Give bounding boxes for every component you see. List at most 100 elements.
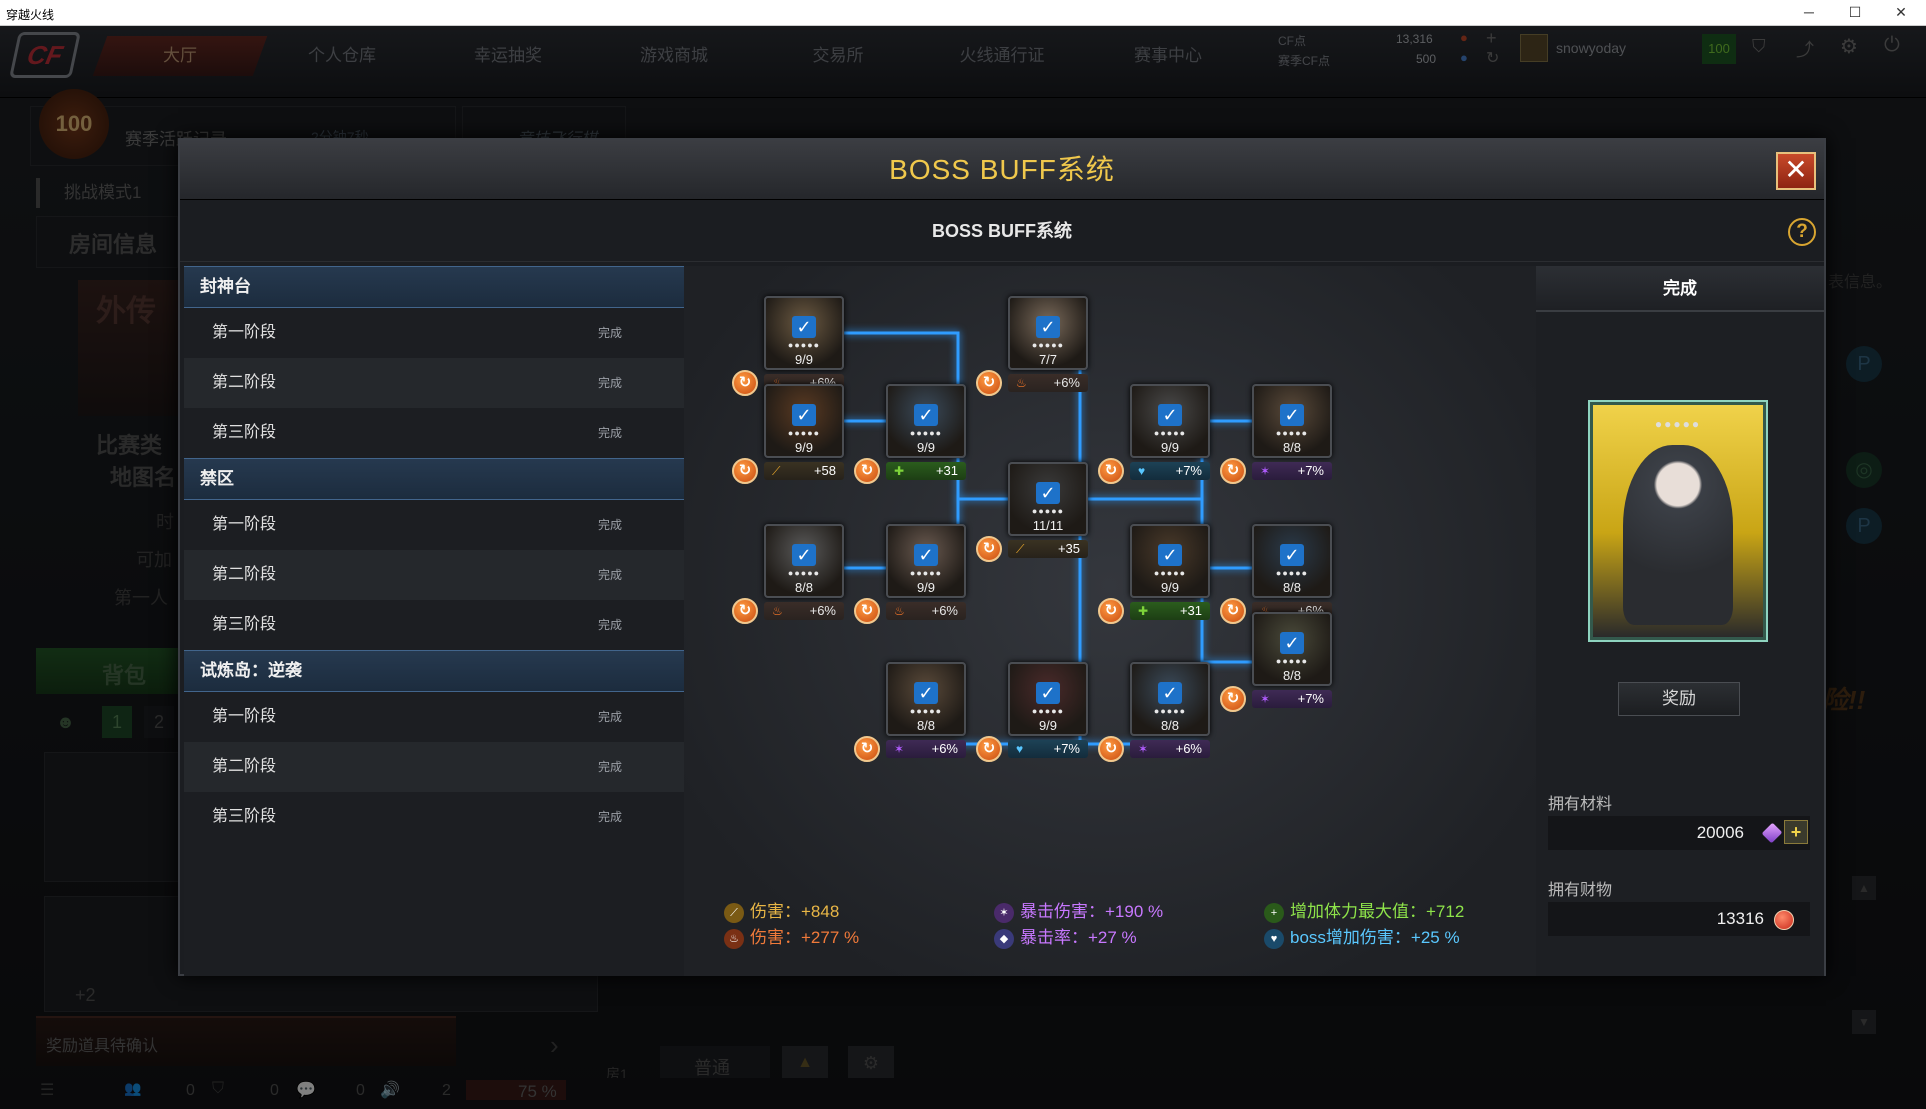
buff-value: +6%	[931, 603, 958, 618]
crit-rate-icon: ◆	[994, 928, 1014, 949]
reset-icon[interactable]: ↻	[732, 458, 758, 484]
window-titlebar: 穿越火线 ─ ☐ ✕	[0, 0, 1926, 26]
checkmark-icon: ✓	[1036, 316, 1060, 338]
buff-value-bar: ✚+31	[886, 462, 966, 480]
buff-node[interactable]: ✓●●●●●9/9	[1130, 384, 1210, 458]
close-button[interactable]: ✕	[1776, 152, 1816, 190]
completion-status: 完成	[1536, 266, 1824, 312]
modal-title: BOSS BUFF系统	[889, 154, 1115, 185]
stage-name: 第三阶段	[212, 616, 277, 633]
reset-icon[interactable]: ↻	[1220, 458, 1246, 484]
node-count: 8/8	[794, 580, 814, 595]
modal-header	[180, 140, 1824, 200]
close-window-icon[interactable]: ✕	[1895, 4, 1907, 20]
node-stars: ●●●●●	[1153, 568, 1187, 578]
buff-value-bar: ♥+7%	[1008, 740, 1088, 758]
checkmark-icon: ✓	[1036, 482, 1060, 504]
buff-value-bar: ✶+7%	[1252, 462, 1332, 480]
buff-node[interactable]: ✓●●●●●8/8	[764, 524, 844, 598]
reset-icon[interactable]: ↻	[1220, 686, 1246, 712]
buff-node[interactable]: ✓●●●●●9/9	[886, 524, 966, 598]
reset-icon[interactable]: ↻	[976, 536, 1002, 562]
node-stars: ●●●●●	[1031, 340, 1065, 350]
buff-value: +6%	[1175, 741, 1202, 756]
stat-value: 伤害：+848	[750, 902, 840, 921]
add-materials-button[interactable]: +	[1784, 820, 1808, 844]
maximize-icon[interactable]: ☐	[1848, 4, 1862, 20]
stage-status: 完成	[598, 618, 623, 632]
buff-node[interactable]: ✓●●●●●8/8	[1252, 384, 1332, 458]
buff-value-bar: ♨+6%	[1008, 374, 1088, 392]
reset-icon[interactable]: ↻	[1098, 458, 1124, 484]
reward-panel: 完成 ●●●●● 奖励 拥有材料 20006 + 拥有财物 13316	[1536, 266, 1824, 976]
reset-icon[interactable]: ↻	[854, 598, 880, 624]
reset-icon[interactable]: ↻	[854, 736, 880, 762]
checkmark-icon: ✓	[792, 316, 816, 338]
reset-icon[interactable]: ↻	[976, 370, 1002, 396]
buff-node[interactable]: ✓●●●●●7/7	[1008, 296, 1088, 370]
reset-icon[interactable]: ↻	[1098, 598, 1124, 624]
buff-node[interactable]: ✓●●●●●9/9	[764, 296, 844, 370]
crit-icon: ✶	[994, 902, 1014, 923]
reset-icon[interactable]: ↻	[1220, 598, 1246, 624]
assets-label: 拥有财物	[1548, 882, 1613, 899]
hp-icon: ✚	[1138, 604, 1149, 618]
buff-node[interactable]: ✓●●●●●9/9	[1130, 524, 1210, 598]
stage-item[interactable]: 第二阶段完成	[184, 358, 684, 408]
node-count: 8/8	[1282, 668, 1302, 683]
stage-item[interactable]: 第一阶段完成	[184, 692, 684, 742]
reward-character-card[interactable]: ●●●●●	[1590, 402, 1766, 640]
category-fengshentai[interactable]: 封神台	[184, 266, 684, 308]
stage-item[interactable]: 第一阶段完成	[184, 500, 684, 550]
boss-buff-modal: BOSS BUFF系统 ✕ BOSS BUFF系统 ? 封神台 第一阶段完成 第…	[178, 138, 1826, 976]
node-stars: ●●●●●	[1153, 706, 1187, 716]
stat-boss-damage: ♥boss增加伤害：+25 %	[1264, 926, 1460, 950]
reset-icon[interactable]: ↻	[976, 736, 1002, 762]
stage-item[interactable]: 第二阶段完成	[184, 742, 684, 792]
buff-node[interactable]: ✓●●●●●11/11	[1008, 462, 1088, 536]
buff-node[interactable]: ✓●●●●●9/9	[764, 384, 844, 458]
buff-value-bar: ✶ +6%	[886, 740, 966, 758]
stage-item[interactable]: 第三阶段完成	[184, 408, 684, 458]
node-count: 9/9	[1160, 440, 1180, 455]
stage-item[interactable]: 第一阶段完成	[184, 308, 684, 358]
stage-item[interactable]: 第三阶段完成	[184, 792, 684, 842]
crit-icon: ✶	[1260, 464, 1271, 478]
node-stars: ●●●●●	[1031, 706, 1065, 716]
buff-value-bar: ✶+7%	[1252, 690, 1332, 708]
stage-item[interactable]: 第二阶段完成	[184, 550, 684, 600]
buff-node[interactable]: ✓●●●●●8/8	[1130, 662, 1210, 736]
buff-node[interactable]: ✓●●●●●9/9	[886, 384, 966, 458]
stage-name: 第二阶段	[212, 758, 277, 775]
node-stars: ●●●●●	[787, 568, 821, 578]
fire-icon: ♨	[1016, 376, 1027, 390]
minimize-icon[interactable]: ─	[1804, 4, 1814, 20]
checkmark-icon: ✓	[1036, 682, 1060, 704]
category-shiliandao[interactable]: 试炼岛：逆袭	[184, 650, 684, 692]
crit-icon: ✶	[894, 742, 905, 756]
reward-button[interactable]: 奖励	[1618, 682, 1740, 716]
buff-node[interactable]: ✓●●●●●9/9	[1008, 662, 1088, 736]
category-jinqu[interactable]: 禁区	[184, 458, 684, 500]
crit-icon: ✶	[1138, 742, 1149, 756]
buff-node[interactable]: ✓●●●●●8/8	[886, 662, 966, 736]
node-stars: ●●●●●	[787, 340, 821, 350]
fire-icon: ♨	[724, 928, 744, 949]
buff-value: +6%	[931, 741, 958, 756]
node-stars: ●●●●●	[909, 428, 943, 438]
card-stars: ●●●●●	[1654, 417, 1702, 431]
buff-node[interactable]: ✓●●●●●8/8	[1252, 524, 1332, 598]
node-count: 9/9	[916, 580, 936, 595]
reset-icon[interactable]: ↻	[854, 458, 880, 484]
reset-icon[interactable]: ↻	[732, 370, 758, 396]
category-list: 封神台 第一阶段完成 第二阶段完成 第三阶段 完成 禁区 第一阶段完成 第二阶段完…	[184, 266, 684, 976]
buff-value-bar: ⟋+35	[1008, 540, 1088, 558]
stage-item[interactable]: 第三阶段 完成	[184, 600, 684, 650]
hp-plus-icon: +	[1264, 902, 1284, 923]
reset-icon[interactable]: ↻	[1098, 736, 1124, 762]
buff-node[interactable]: ✓●●●●●8/8	[1252, 612, 1332, 686]
help-icon[interactable]: ?	[1788, 218, 1816, 246]
assets-value: 13316	[1548, 902, 1810, 936]
reset-icon[interactable]: ↻	[732, 598, 758, 624]
sword-icon: ⟋	[724, 902, 744, 923]
